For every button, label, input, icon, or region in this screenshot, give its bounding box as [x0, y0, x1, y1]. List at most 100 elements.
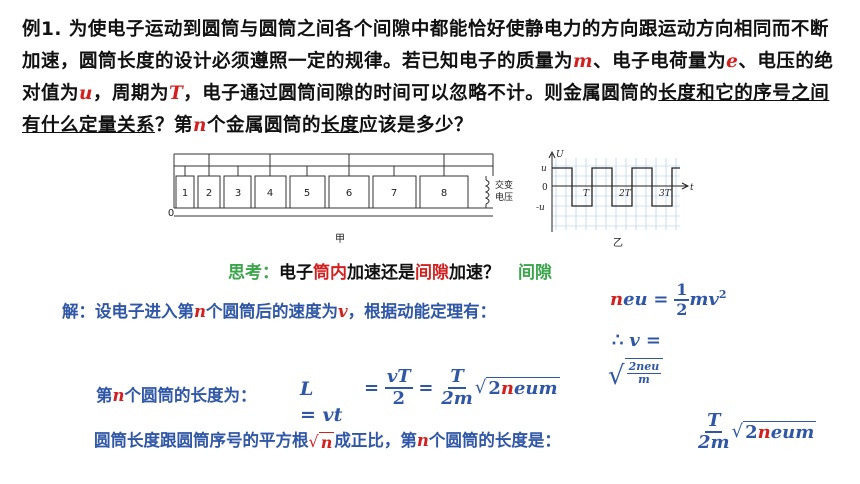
var-e: e — [726, 51, 739, 72]
tick-T: T — [583, 189, 590, 199]
frac-den: m — [638, 372, 650, 386]
tube-number: 4 — [267, 188, 273, 199]
problem-text: 、电压的绝对值为 — [22, 51, 834, 104]
problem-text: 、电子电荷量为 — [593, 51, 727, 72]
tick-2T: 2T — [618, 189, 632, 199]
sqrt-2neum: √2neum — [474, 377, 560, 400]
eq-mv: mv — [689, 289, 719, 311]
frac-den: 2 — [676, 299, 688, 319]
think-text: 加速还是 — [347, 263, 415, 283]
figure-caption-yi: 乙 — [613, 237, 623, 249]
problem-underlined: 长度和它的序号之间有什么定量关系 — [22, 83, 830, 136]
source-label: 交变 — [495, 179, 513, 191]
root-n: n — [320, 432, 333, 452]
tube-number: 1 — [182, 188, 188, 199]
problem-text: 个金属圆筒的 — [206, 115, 321, 136]
eq-square: 2 — [718, 288, 727, 302]
solution-text: ，根据动能定理有： — [347, 302, 497, 321]
root-n: n — [757, 422, 771, 444]
frac-num: vT — [384, 366, 413, 389]
frac-den: 2m — [698, 431, 730, 453]
var-n: n — [193, 115, 207, 136]
eq-eu: eu — [623, 289, 648, 311]
v-equals: v = — [629, 330, 661, 351]
frac-num: 1 — [674, 280, 690, 301]
axis-U-label: U — [556, 150, 564, 160]
tube-number: 8 — [441, 188, 447, 199]
problem-underlined: 长度 — [321, 115, 360, 136]
solution-line-1: 解：设电子进入第n个圆筒后的速度为v，根据动能定理有： — [62, 298, 496, 322]
root-eum: eum — [770, 422, 815, 444]
tube-number: 6 — [346, 188, 352, 199]
problem-text: ，周期为 — [92, 83, 169, 104]
axis-t-label: t — [690, 183, 694, 193]
think-answer: 间隙 — [518, 263, 552, 283]
eq-sign: = — [418, 377, 434, 399]
solution-text: 圆筒长度跟圆筒序号的平方根 — [94, 431, 309, 450]
think-label: 思考： — [228, 263, 279, 283]
label-u: u — [541, 164, 547, 174]
eq-sign: = — [653, 289, 669, 311]
label-neg-u: -u — [536, 203, 545, 213]
frac-den: 2 — [392, 387, 406, 409]
frac-num: T — [448, 366, 466, 389]
problem-statement: 例1. 为使电子运动到圆筒与圆筒之间各个间隙中都能恰好使静电力的方向跟运动方向相… — [22, 14, 842, 142]
tick-3T: 3T — [659, 189, 672, 199]
therefore-line: ∴ v = — [612, 330, 661, 351]
tube-number: 7 — [391, 188, 397, 199]
root-two: 2 — [745, 422, 758, 444]
drift-tube-figure: 1 2 3 4 5 6 7 8 0 交变 电压 甲 — [168, 153, 513, 245]
var-T: T — [168, 83, 184, 104]
think-text: 电子 — [279, 263, 313, 283]
var-u: u — [79, 83, 93, 104]
think-line: 思考：电子筒内加速还是间隙加速？间隙 — [228, 258, 552, 283]
think-text: 加速？ — [449, 263, 500, 283]
var-v: v — [338, 302, 348, 321]
label-zero: 0 — [542, 183, 548, 193]
zero-label: 0 — [168, 208, 174, 219]
solution-text: 个圆筒的长度为： — [124, 386, 257, 405]
var-n: n — [194, 302, 206, 321]
root-n: n — [500, 378, 514, 400]
problem-text: 应该是多少？ — [359, 115, 474, 136]
figure-caption-jia: 甲 — [335, 234, 345, 245]
tube-number: 5 — [304, 188, 310, 199]
frac-num: T — [705, 410, 723, 433]
solution-text: 个圆筒后的速度为 — [206, 302, 338, 321]
var-L: L — [300, 378, 314, 400]
think-highlight: 筒内 — [313, 263, 347, 283]
var-m: m — [573, 51, 594, 72]
problem-text: ？第 — [155, 115, 194, 136]
therefore-symbol: ∴ — [612, 330, 624, 351]
solution-text: 个圆筒的长度是： — [428, 431, 561, 450]
source-label: 电压 — [495, 191, 513, 203]
var-n: n — [416, 431, 429, 450]
voltage-waveform-figure: U t u 0 -u T 2T 3T 乙 — [536, 150, 694, 249]
solution-line-2: 第n个圆筒的长度为： — [96, 382, 257, 406]
tube-number: 2 — [206, 188, 212, 199]
solution-text: 第 — [96, 386, 113, 405]
solution-text: 成正比，第 — [334, 431, 417, 450]
root-two: 2 — [488, 378, 501, 400]
eq-n: n — [610, 289, 624, 311]
frac-num: 2neu — [626, 360, 662, 374]
problem-text: 例1. 为使电子运动到圆筒与圆筒之间各个间隙中都能恰好使静电力的方向跟运动方向相… — [22, 19, 829, 72]
L-equals-vt: = vt — [300, 404, 343, 426]
root-eum: eum — [513, 378, 558, 400]
sqrt-2neum: √2neum — [731, 421, 817, 444]
frac-den: 2m — [441, 387, 473, 409]
tube-number: 3 — [235, 188, 241, 199]
solution-text: 解：设电子进入第 — [62, 302, 194, 321]
eq-sign: = — [364, 377, 380, 399]
